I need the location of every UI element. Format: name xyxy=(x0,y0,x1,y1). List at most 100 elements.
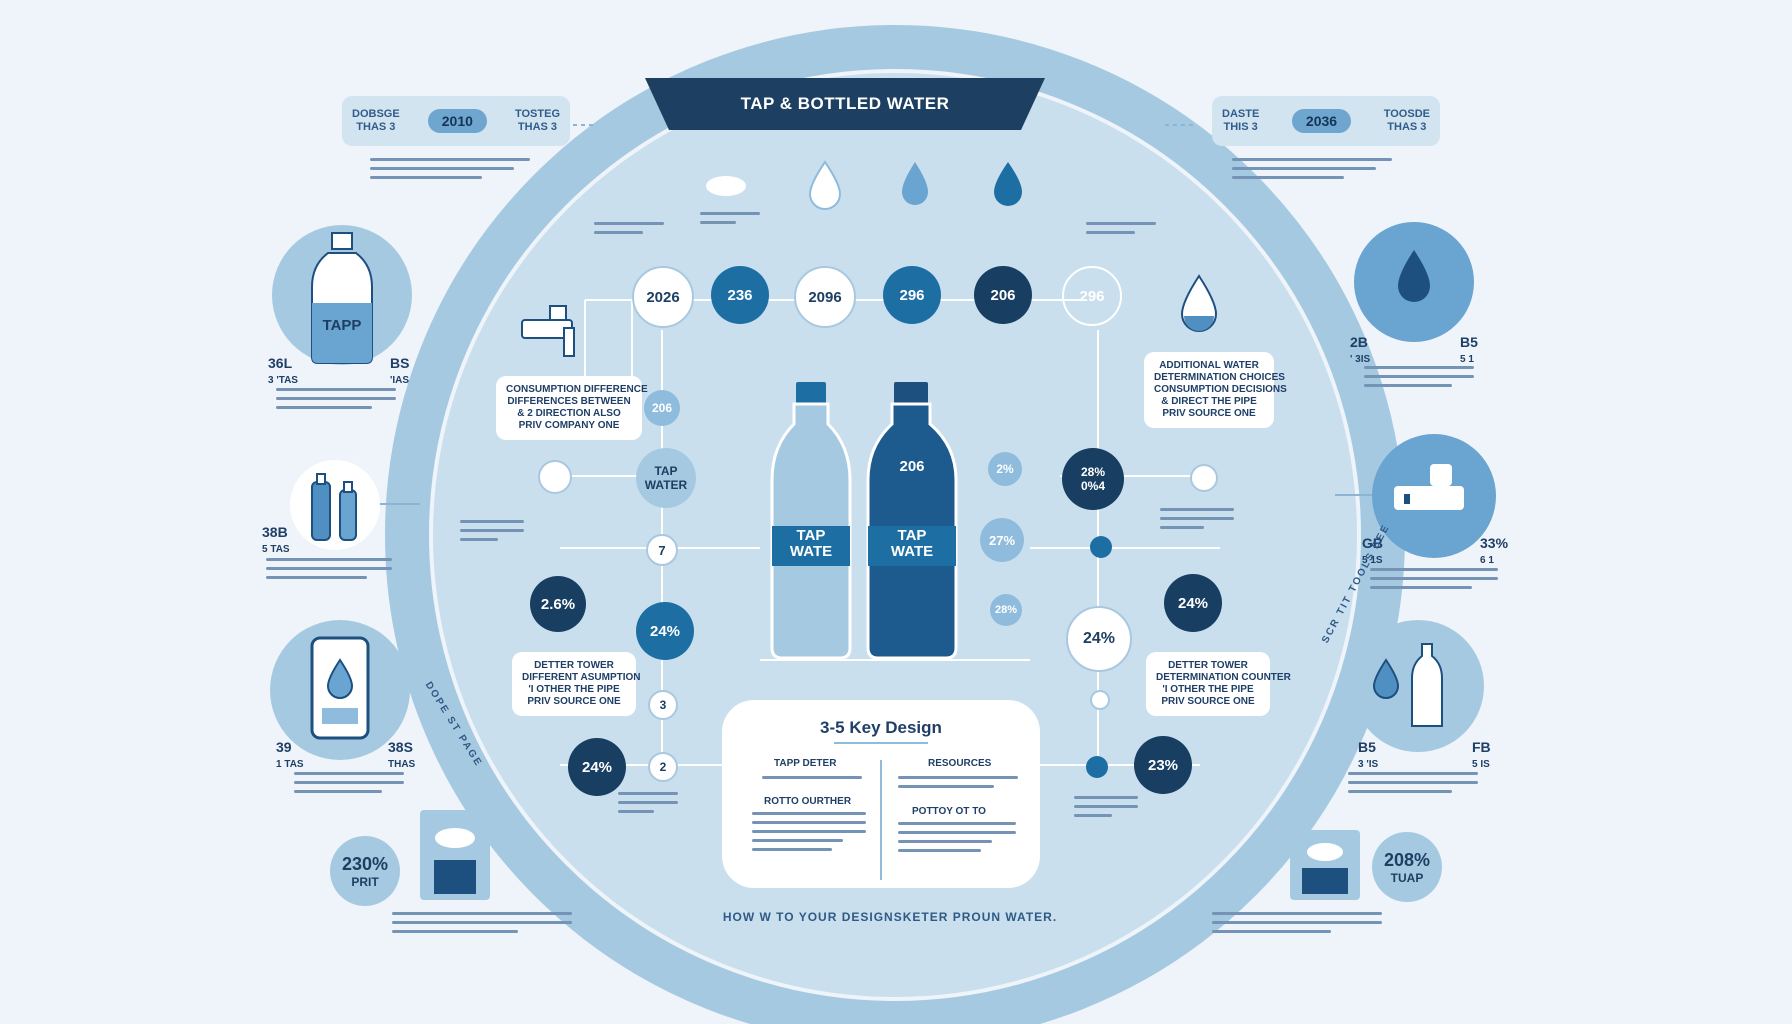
phone-medallion xyxy=(270,620,410,760)
right-outer-node-a: 24% xyxy=(1164,574,1222,632)
year-box-left: DOBSGE THAS 3 2010 TOSTEG THAS 3 xyxy=(342,96,570,146)
bottle-right-label: TAP WATE xyxy=(890,527,934,560)
key-col2-lines-a xyxy=(898,776,1018,794)
callout-left-top: CONSUMPTION DIFFERENCE DIFFERENCES BETWE… xyxy=(496,376,648,440)
key-col2-header: RESOURCES xyxy=(928,758,992,769)
year-box-right-text-b: TOOSDE THAS 3 xyxy=(1383,108,1430,133)
right-dark-node: 28% 0%4 xyxy=(1062,448,1124,510)
tap-water-node: TAP WATER xyxy=(636,448,696,508)
left-bottom-text-lines xyxy=(392,912,572,939)
inner-text-lines-e xyxy=(1160,508,1234,535)
top-icons xyxy=(706,160,1022,210)
bottle-left-band xyxy=(772,526,850,566)
bottle-right-cap xyxy=(894,382,928,404)
top-node-5: 206 xyxy=(974,266,1032,324)
callout-right-top: ADDITIONAL WATER DETERMINATION CHOICES C… xyxy=(1144,352,1287,428)
right-stat2-text-lines xyxy=(1370,568,1498,595)
cloud-icon xyxy=(706,176,746,196)
step-7-node: 7 xyxy=(646,534,678,566)
header-left-text-lines xyxy=(370,158,530,185)
drop-right-icon xyxy=(1180,274,1218,332)
top-node-1: 2026 xyxy=(632,266,694,328)
top-node-2: 236 xyxy=(711,266,769,324)
top-node-4: 296 xyxy=(883,266,941,324)
key-col1-sub: ROTTO OURTHER xyxy=(764,796,852,807)
left-outer-node-a: 2.6% xyxy=(530,576,586,632)
tap-bottle-label: TAPP xyxy=(322,317,362,334)
faucet-icon xyxy=(1394,464,1464,510)
step-3-node: 3 xyxy=(648,690,678,720)
page-title: TAP & BOTTLED WATER xyxy=(645,78,1045,130)
right-node-2: 27% xyxy=(980,518,1024,562)
left-stat3-text-lines xyxy=(294,772,404,799)
right-outer-node-b: 23% xyxy=(1134,736,1192,794)
inner-text-lines-d xyxy=(460,520,524,547)
right-badge-label: TUAP xyxy=(1390,870,1424,885)
left-small-node: 206 xyxy=(644,390,680,426)
outer-ring xyxy=(385,25,1405,1024)
year-box-right: DASTE THIS 3 2036 TOOSDE THAS 3 xyxy=(1212,96,1440,146)
key-col1-header: TAPP DETER xyxy=(774,758,837,769)
right-stat1-left: 2B' 3IS xyxy=(1350,334,1371,366)
cloud-shop-tile xyxy=(1290,830,1360,900)
drop-light-icon xyxy=(902,162,928,205)
phone-drop-icon xyxy=(310,636,370,740)
right-bottom-text-lines xyxy=(1212,912,1382,939)
right-stat3-text-lines xyxy=(1348,772,1478,799)
bottles-medallion xyxy=(290,460,380,550)
left-outer-node-b: 24% xyxy=(568,738,626,796)
bottle-right-value: 206 xyxy=(899,458,925,475)
left-empty-node xyxy=(538,460,572,494)
callout-left-bottom: DETTER TOWER DIFFERENT ASUMPTION 'I OTHE… xyxy=(512,652,641,716)
tap-bottle-icon xyxy=(311,232,373,364)
key-col2-sub: POTTOY OT TO xyxy=(912,806,986,817)
key-col1-lines-a xyxy=(762,776,862,785)
year-pill-left: 2010 xyxy=(427,109,487,133)
drop-bottle-medallion xyxy=(1352,620,1484,752)
cloud-house-tile xyxy=(420,810,490,900)
header-right-text-lines xyxy=(1232,158,1392,185)
key-design-panel: 3-5 Key Design TAPP DETER RESOURCES ROTT… xyxy=(722,700,1040,888)
left-badge-value: 230% xyxy=(341,853,389,874)
drop-outline-icon xyxy=(808,160,842,210)
left-stat2-text-lines xyxy=(266,558,392,585)
left-stat1-right: BS'IAS xyxy=(390,355,410,387)
right-stat2-right: 33%6 1 xyxy=(1480,535,1509,567)
top-node-3: 2096 xyxy=(794,266,856,328)
tap-bottle-medallion: TAPP xyxy=(272,225,412,365)
left-mid-node: 24% xyxy=(636,602,694,660)
key-divider xyxy=(880,760,882,880)
bottle-left-cap xyxy=(796,382,826,404)
drop-bottle-icon xyxy=(1372,643,1443,727)
drop-dark-icon xyxy=(994,162,1022,206)
left-stat1-text-lines xyxy=(276,388,396,415)
bottle-right-band xyxy=(868,526,956,566)
right-small-white-dot xyxy=(1090,690,1110,710)
right-badge-value: 208% xyxy=(1383,849,1431,870)
right-dot-node-2 xyxy=(1086,756,1108,778)
inner-text-lines-a xyxy=(594,222,664,240)
key-design-title: 3-5 Key Design xyxy=(820,718,942,737)
right-node-1: 2% xyxy=(988,452,1022,486)
cloud-house-icon xyxy=(434,828,476,894)
bottle-left-label: TAP WATE xyxy=(789,527,833,560)
bottles-svg xyxy=(770,382,958,660)
faucet-left-icon xyxy=(521,305,575,357)
inner-text-lines-f xyxy=(618,792,678,819)
top-node-6: 296 xyxy=(1062,266,1122,326)
drop-medallion xyxy=(1354,222,1474,342)
right-big-white-node: 24% xyxy=(1066,606,1132,672)
year-box-left-text-b: TOSTEG THAS 3 xyxy=(514,108,560,133)
key-col1-lines-b xyxy=(752,812,866,857)
right-badge: 208% TUAP xyxy=(1372,832,1442,902)
right-dot-node xyxy=(1090,536,1112,558)
year-pill-right: 2036 xyxy=(1291,109,1352,133)
callout-right-bottom: DETTER TOWER DETERMINATION COUNTER 'I OT… xyxy=(1146,652,1291,716)
